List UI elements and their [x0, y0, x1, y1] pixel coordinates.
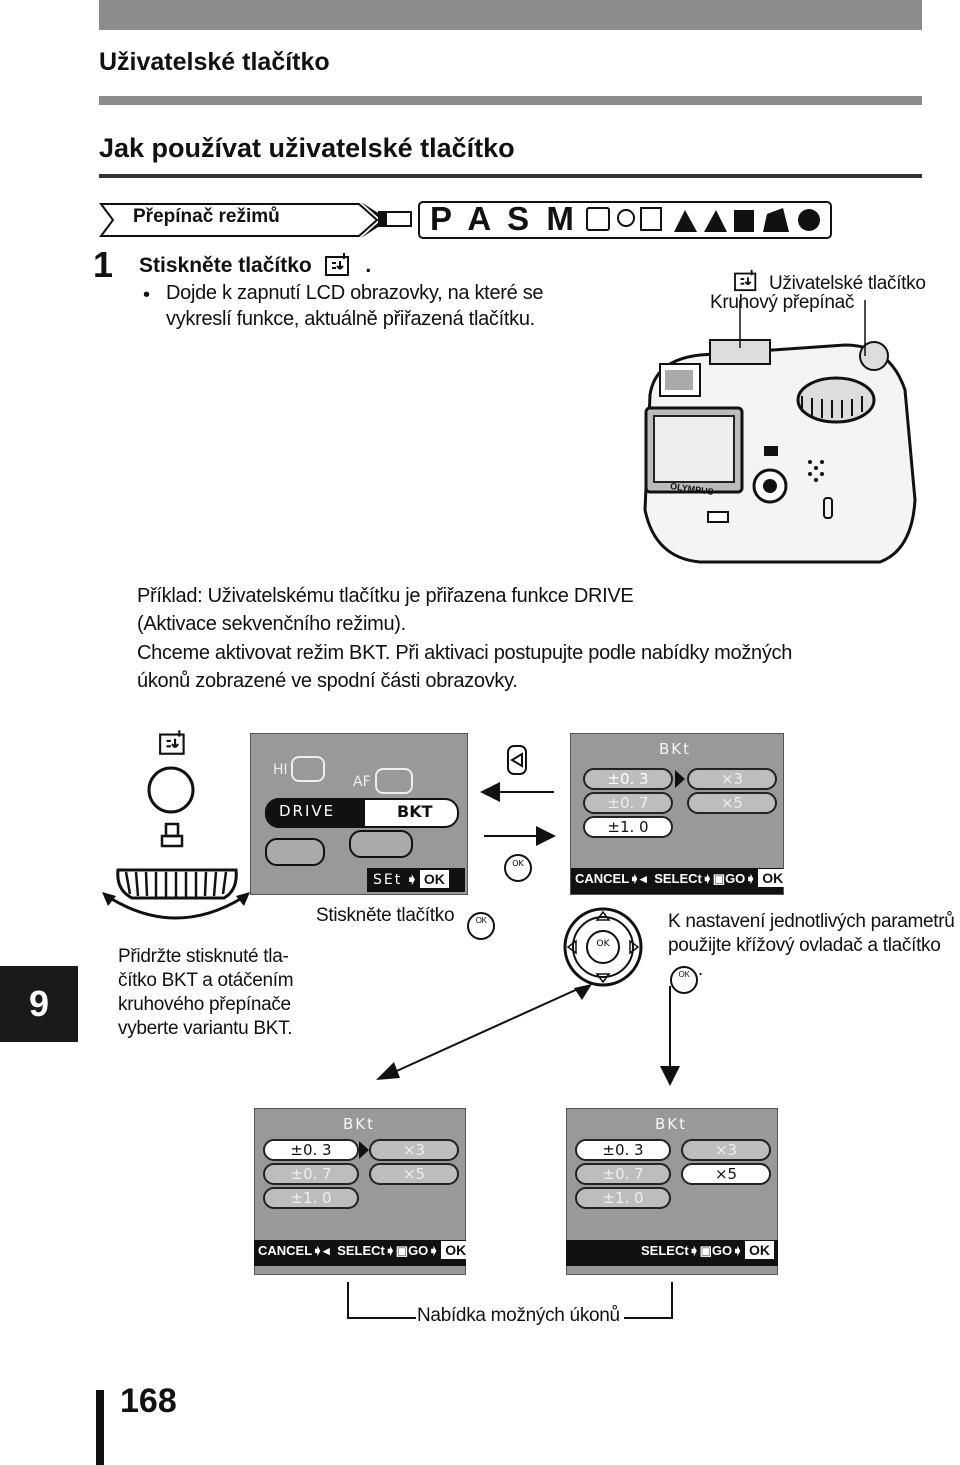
transition-arrows: OK	[480, 745, 556, 882]
ok-button-icon: OK	[467, 912, 496, 940]
drive-set-bar: SEt ➧OK	[367, 868, 465, 892]
actions-menu-caption: Nabídka možných úkonů	[417, 1305, 620, 1326]
drive-option-hi	[291, 756, 325, 782]
cancel-label: CANCEL	[258, 1243, 313, 1258]
select-label: SELECt	[654, 871, 702, 886]
go-label: GO	[725, 871, 746, 886]
cancel-label: CANCEL	[575, 871, 630, 886]
frames-option-0: ×3	[681, 1139, 771, 1161]
camera-illustration	[643, 300, 917, 564]
diagonal-arrows	[376, 984, 680, 1086]
step-title: Stiskněte tlačítko .	[139, 251, 371, 278]
ok-box: OK	[745, 1241, 774, 1259]
bkt-action-bar: CANCEL➧◂ SELECt➧▣GO➧OK	[254, 1240, 471, 1266]
example-line-1: Příklad: Uživatelskému tlačítku je přiřa…	[137, 585, 634, 607]
mode-letters: P A S M	[430, 200, 578, 237]
mode-strip	[99, 201, 832, 239]
chapter-tab: 9	[0, 966, 78, 1042]
section-rule	[99, 96, 922, 105]
press-button-caption: Stiskněte tlačítko OK	[316, 905, 496, 940]
select-label: SELECt	[641, 1243, 689, 1258]
arrow-pad-icon: OK	[563, 907, 643, 987]
drive-option-sequence	[265, 838, 325, 866]
hold-dial-caption: Přidržte stisknuté tla-čítko BKT a otáče…	[118, 946, 294, 1039]
bkt-title: BKt	[655, 1115, 688, 1133]
ev-option-2: ±1. 0	[583, 816, 673, 838]
step-title-text: Stiskněte tlačítko	[139, 254, 312, 277]
footer-rule	[96, 1390, 104, 1465]
ev-option-2: ±1. 0	[575, 1187, 671, 1209]
bkt-lcd-screen-main: BKt ±0. 3 ±0. 7 ±1. 0 ×3 ×5 CANCEL➧◂ SEL…	[570, 733, 788, 895]
step-bullet-text: Dojde k zapnutí LCD obrazovky, na které …	[166, 282, 544, 330]
round-button-icon	[147, 766, 195, 814]
ev-option-1: ±0. 7	[583, 792, 673, 814]
drive-option-single	[349, 830, 413, 858]
drive-af-label: AF	[353, 774, 371, 790]
set-label: SEt	[373, 872, 403, 888]
svg-text:OK: OK	[512, 859, 524, 868]
section-title: Uživatelské tlačítko	[99, 48, 330, 76]
heading-rule	[99, 174, 922, 178]
example-line-3: Chceme aktivovat režim BKT. Při aktivaci…	[137, 642, 793, 664]
ev-option-2: ±1. 0	[263, 1187, 359, 1209]
chapter-number: 9	[28, 983, 50, 1024]
drive-mode-label	[265, 798, 365, 828]
selection-pointer	[675, 770, 685, 788]
mode-dial-label: Přepínač režimů	[133, 206, 280, 227]
page-heading: Jak používat uživatelské tlačítko	[99, 133, 515, 163]
ok-button-icon: OK	[670, 966, 698, 994]
print-icon	[160, 822, 184, 848]
ok-box: OK	[758, 869, 788, 887]
page-number: 168	[120, 1382, 177, 1420]
frames-option-1: ×5	[681, 1163, 771, 1185]
step-title-end: .	[365, 254, 372, 277]
ev-option-0: ±0. 3	[575, 1139, 671, 1161]
frames-option-0: ×3	[687, 768, 777, 790]
example-line-4: úkonů zobrazené ve spodní části obrazovk…	[137, 670, 518, 692]
arrow-pad-end: .	[698, 959, 703, 980]
ev-option-1: ±0. 7	[263, 1163, 359, 1185]
bkt-action-bar-reduced: SELECt➧▣GO➧OK	[566, 1240, 778, 1266]
step-number: 1	[93, 244, 114, 285]
step-bullet-dot: •	[143, 284, 151, 306]
go-label: GO	[408, 1243, 429, 1258]
ev-option-0: ±0. 3	[263, 1139, 359, 1161]
ev-option-1: ±0. 7	[575, 1163, 671, 1185]
selection-pointer	[359, 1141, 369, 1159]
frames-option-0: ×3	[369, 1139, 459, 1161]
bkt-title: BKt	[343, 1115, 376, 1133]
dial-icon	[102, 868, 250, 920]
custom-button-icon	[734, 269, 757, 292]
arrow-pad-text: K nastavení jednotlivých parametrů použi…	[668, 911, 955, 956]
ev-option-0: ±0. 3	[583, 768, 673, 790]
custom-button-icon	[159, 730, 185, 755]
drive-lcd-screen: HI AF DRIVE BKT SEt ➧OK	[250, 733, 468, 895]
bkt-action-bar: CANCEL➧◂ SELECt➧▣GO➧OK	[571, 868, 788, 894]
bkt-title: BKt	[659, 740, 692, 758]
press-button-text: Stiskněte tlačítko	[316, 905, 455, 926]
frames-option-1: ×5	[687, 792, 777, 814]
user-button-callout: Uživatelské tlačítko	[733, 268, 926, 295]
drive-bkt-label: BKT	[397, 802, 433, 821]
drive-option-af	[375, 768, 413, 794]
dial-callout: Kruhový přepínač	[710, 292, 855, 313]
custom-button-icon	[324, 253, 349, 276]
user-button-label: Uživatelské tlačítko	[769, 273, 926, 294]
drive-label: DRIVE	[279, 802, 336, 820]
svg-text:OK: OK	[597, 939, 611, 949]
actions-bracket	[347, 1282, 673, 1319]
ok-box: OK	[419, 870, 449, 888]
drive-hi-label: HI	[273, 762, 288, 778]
top-rule	[99, 0, 922, 30]
frames-option-1: ×5	[369, 1163, 459, 1185]
ok-box: OK	[441, 1241, 471, 1259]
go-label: GO	[711, 1243, 733, 1258]
arrow-pad-caption: K nastavení jednotlivých parametrů použi…	[668, 910, 958, 994]
select-label: SELECt	[337, 1243, 385, 1258]
example-line-2: (Aktivace sekvenčního režimu).	[137, 613, 406, 635]
